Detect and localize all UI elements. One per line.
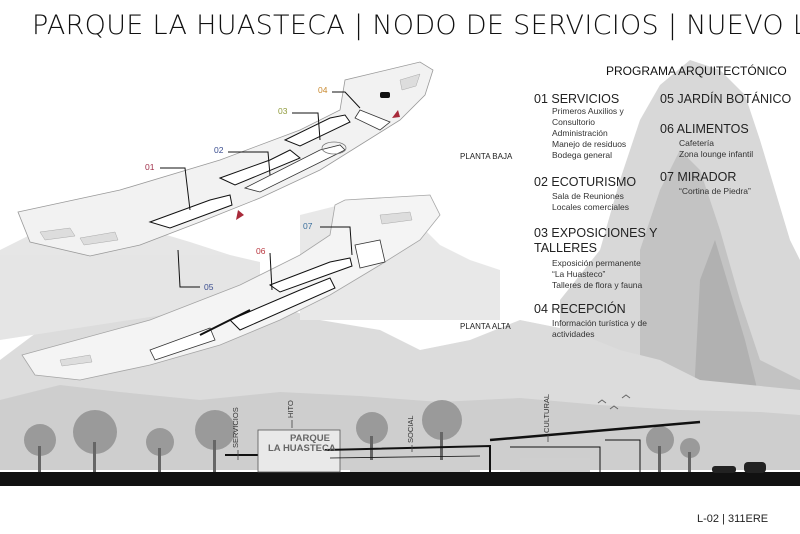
program-detail: Manejo de residuos [552,139,627,149]
program-item-05: 05 JARDÍN BOTÁNICO [660,92,792,106]
program-item-02: 02 ECOTURISMO [534,175,637,189]
section-label-cultural: CULTURAL [542,393,551,433]
program-detail: Exposición permanente [552,258,641,268]
program-detail: Consultorio [552,117,595,127]
section-label-hito: HITO [286,400,295,418]
program-item-01: 01 SERVICIOS [534,92,620,106]
callout-07: 07 [303,221,313,231]
section-label-ticks [237,420,549,460]
upper-floor-plan [21,194,441,381]
callout-02: 02 [214,145,224,155]
sheet-id: L-02 | 311ERE [697,513,769,525]
program-detail: Zona lounge infantil [679,149,754,159]
program-item-03: 03 EXPOSICIONES Y [534,226,658,240]
park-sign-line1: PARQUE [290,433,330,444]
ground-slab [0,472,800,486]
section-label-social: SOCIAL [406,415,415,443]
program-detail: Talleres de flora y fauna [552,280,643,290]
program-item-04: 04 RECEPCIÓN [534,302,626,316]
program-item-07: 07 MIRADOR [660,170,737,184]
callout-06: 06 [256,246,266,256]
program-detail: Bodega general [552,150,613,160]
page-title: PARQUE LA HUASTECA | NODO DE SERVICIOS |… [32,10,800,41]
program-detail: “Cortina de Piedra” [679,186,751,196]
program-heading: PROGRAMA ARQUITECTÓNICO [606,64,787,78]
program-detail: Locales comerciales [552,202,630,212]
ground-floor-plan [17,61,434,257]
program-item-03-line2: TALLERES [534,241,597,255]
program-detail: Sala de Reuniones [552,191,624,201]
callout-leaders [160,91,361,291]
program-detail: Primeros Auxilios y [552,106,624,116]
program-detail: actividades [552,329,595,339]
callout-01: 01 [145,162,155,172]
trees [24,400,700,472]
upper-floor-label: PLANTA ALTA [460,322,511,331]
program-detail: Administración [552,128,608,138]
callout-03: 03 [278,106,288,116]
section-building [225,420,701,473]
vehicles [712,462,766,473]
program-detail: Información turística y de [552,318,647,328]
ground-floor-label: PLANTA BAJA [460,152,513,161]
program-detail: “La Huasteco” [552,269,606,279]
section-label-servicios: SERVICIOS [231,407,240,448]
program-item-06: 06 ALIMENTOS [660,122,749,136]
park-sign-line2: LA HUASTECA [268,443,336,454]
callout-04: 04 [318,85,328,95]
birds [597,394,631,410]
program-detail: Cafetería [679,138,714,148]
callout-05: 05 [204,282,214,292]
